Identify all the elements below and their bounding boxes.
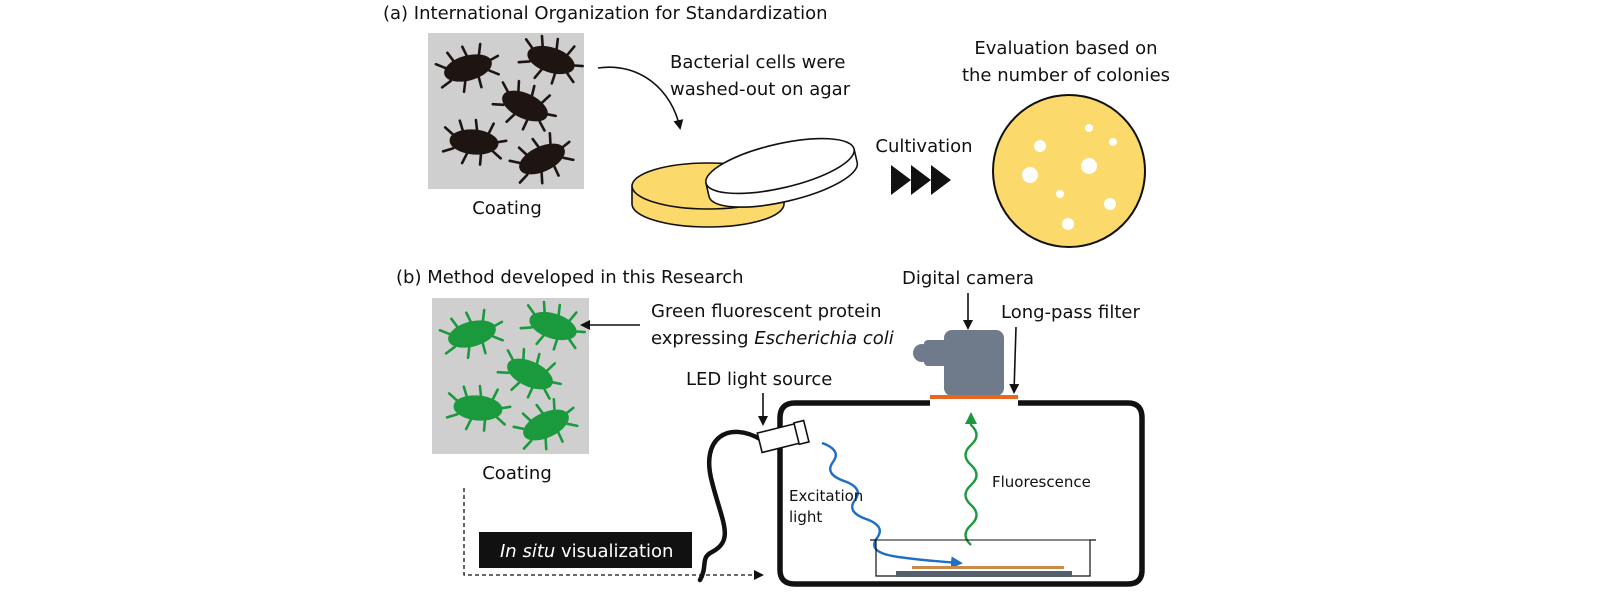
camera-lens-block xyxy=(924,340,954,366)
fluorescence-wave xyxy=(964,412,978,546)
triangle-arrow-3 xyxy=(931,165,951,195)
camera-icon xyxy=(913,330,1004,396)
in-situ-label-text: In situ visualization xyxy=(500,541,673,562)
colony xyxy=(1034,140,1046,152)
fluorescence-label: Fluorescence xyxy=(992,473,1091,491)
led-emitter xyxy=(792,419,810,446)
sample-surface xyxy=(912,566,1064,569)
section-b-title: (b) Method developed in this Research xyxy=(396,267,744,288)
led-light-source xyxy=(756,419,810,454)
petri-dish xyxy=(631,137,859,228)
washout-arrow xyxy=(597,66,684,130)
colony xyxy=(1062,218,1074,230)
evaluation-text-line1: Evaluation based on xyxy=(974,38,1157,59)
colony xyxy=(1109,138,1117,146)
gfp-text-line2: expressing Escherichia coli xyxy=(651,328,894,349)
chamber-wall xyxy=(777,400,1145,587)
gfp-text-line1: Green fluorescent protein xyxy=(651,301,882,322)
long-pass-filter xyxy=(930,395,1018,399)
in-situ-rest: visualization xyxy=(555,541,673,562)
colony xyxy=(1056,190,1064,198)
filter-pointer-arrow xyxy=(1009,326,1020,394)
camera-lens xyxy=(913,344,931,362)
coating-panel-a xyxy=(428,28,590,193)
coating-label-a: Coating xyxy=(472,198,542,219)
coating-label-b: Coating xyxy=(482,463,552,484)
excitation-text-line1: Excitation xyxy=(789,487,863,505)
dashed-flow-arrow xyxy=(463,488,764,580)
in-situ-label-background xyxy=(479,532,692,568)
triangle-arrow-2 xyxy=(911,165,931,195)
led-label: LED light source xyxy=(686,369,832,390)
gfp-text-prefix: expressing xyxy=(651,328,754,349)
washed-text-line2: washed-out on agar xyxy=(670,79,851,100)
petri-dish-lid xyxy=(704,137,859,208)
triangle-arrow-1 xyxy=(891,165,911,195)
colony xyxy=(1081,158,1097,174)
washed-text-line1: Bacterial cells were xyxy=(670,52,846,73)
evaluation-text-line2: the number of colonies xyxy=(962,65,1170,86)
chamber-box xyxy=(777,395,1145,587)
camera-body xyxy=(944,330,1004,396)
colony-plate xyxy=(992,94,1146,248)
colony xyxy=(1085,124,1093,132)
excitation-light-wave-overlay xyxy=(821,441,963,569)
coating-panel-b xyxy=(432,294,592,459)
cultivation-label: Cultivation xyxy=(875,136,972,157)
section-a-title: (a) International Organization for Stand… xyxy=(383,3,828,24)
led-cable xyxy=(697,429,765,583)
sample-dish xyxy=(870,539,1096,577)
in-situ-italic: In situ xyxy=(500,541,555,562)
gfp-species-name: Escherichia coli xyxy=(754,328,894,349)
colony xyxy=(1104,198,1116,210)
excitation-text-line2: light xyxy=(789,508,822,526)
cultivation-arrows xyxy=(891,165,951,195)
camera-label: Digital camera xyxy=(902,268,1034,289)
sample-stage xyxy=(896,571,1072,577)
colony xyxy=(1022,167,1038,183)
filter-label: Long-pass filter xyxy=(1001,302,1140,323)
colonies xyxy=(1022,124,1117,230)
in-situ-label-box: In situ visualization xyxy=(479,532,692,568)
